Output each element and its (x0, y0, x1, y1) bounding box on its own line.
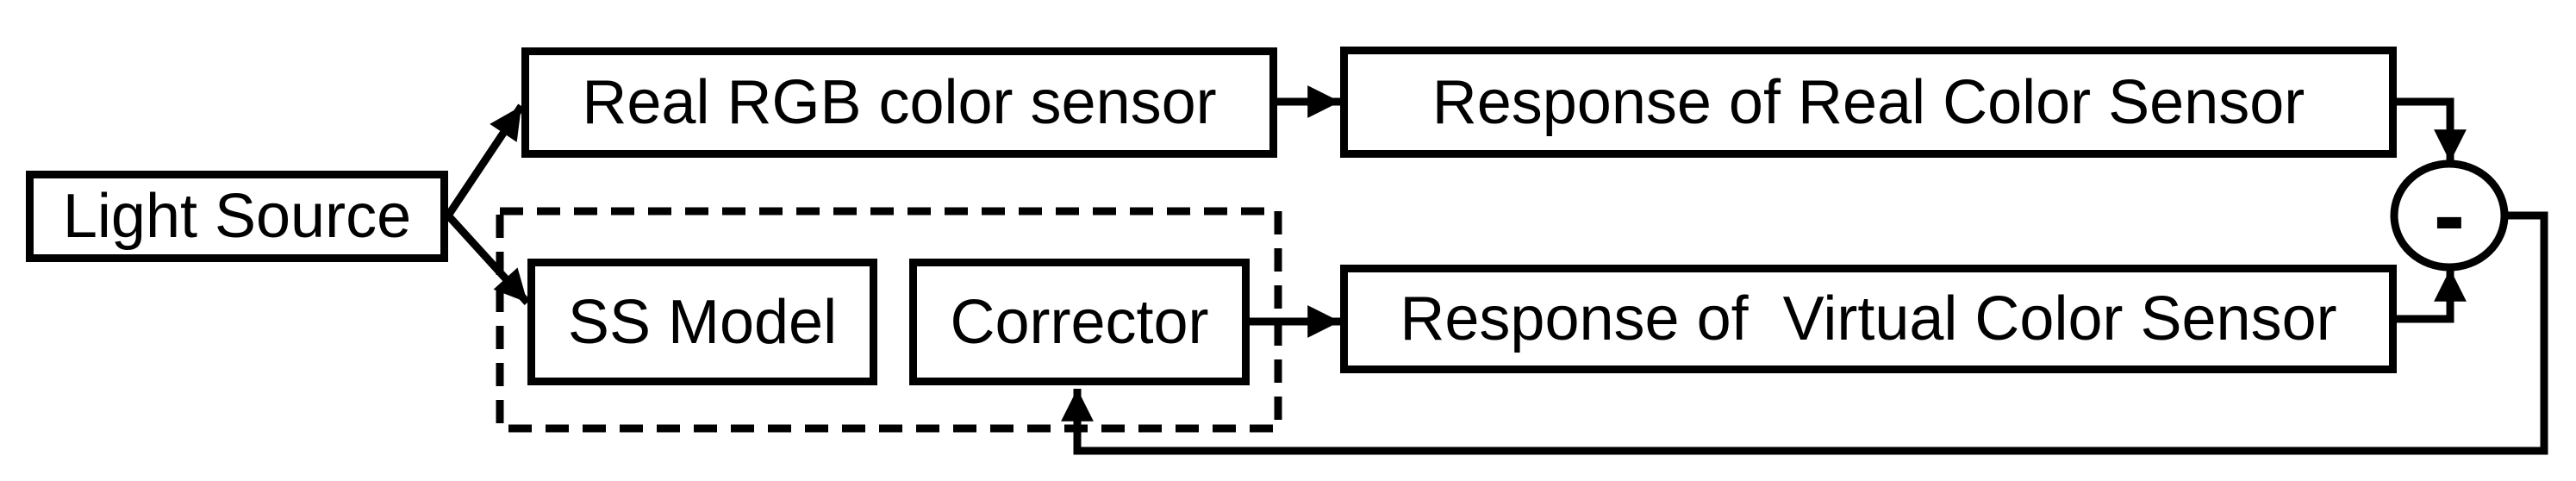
response-of-virtual-color-sensor-box: Response of Virtual Color Sensor (1340, 265, 2397, 373)
subtract-node-circle (2390, 159, 2509, 272)
ss-model-label: SS Model (567, 287, 838, 357)
connector-response-virtual-to-subtract (2390, 269, 2467, 323)
response-of-real-color-sensor-label: Response of Real Color Sensor (1431, 67, 2305, 137)
subtract-node-label: - (2433, 162, 2466, 268)
corrector-box: Corrector (909, 259, 1250, 385)
light-source-label: Light Source (62, 182, 412, 251)
arrow-light-source-to-real-rgb (445, 103, 525, 218)
real-rgb-color-sensor-box: Real RGB color sensor (521, 47, 1277, 158)
virtual-sensor-group-dashed-border (496, 207, 1282, 433)
response-of-real-color-sensor-box: Response of Real Color Sensor (1340, 47, 2397, 158)
response-of-virtual-color-sensor-label: Response of Virtual Color Sensor (1400, 284, 2337, 353)
connector-response-real-to-subtract (2397, 97, 2467, 162)
arrow-light-source-to-ss-model (445, 212, 531, 306)
corrector-label: Corrector (950, 287, 1209, 357)
ss-model-box: SS Model (527, 259, 877, 385)
feedback-connector-subtract-to-corrector (1061, 211, 2548, 455)
light-source-box: Light Source (26, 171, 448, 262)
real-rgb-color-sensor-label: Real RGB color sensor (582, 68, 1217, 137)
